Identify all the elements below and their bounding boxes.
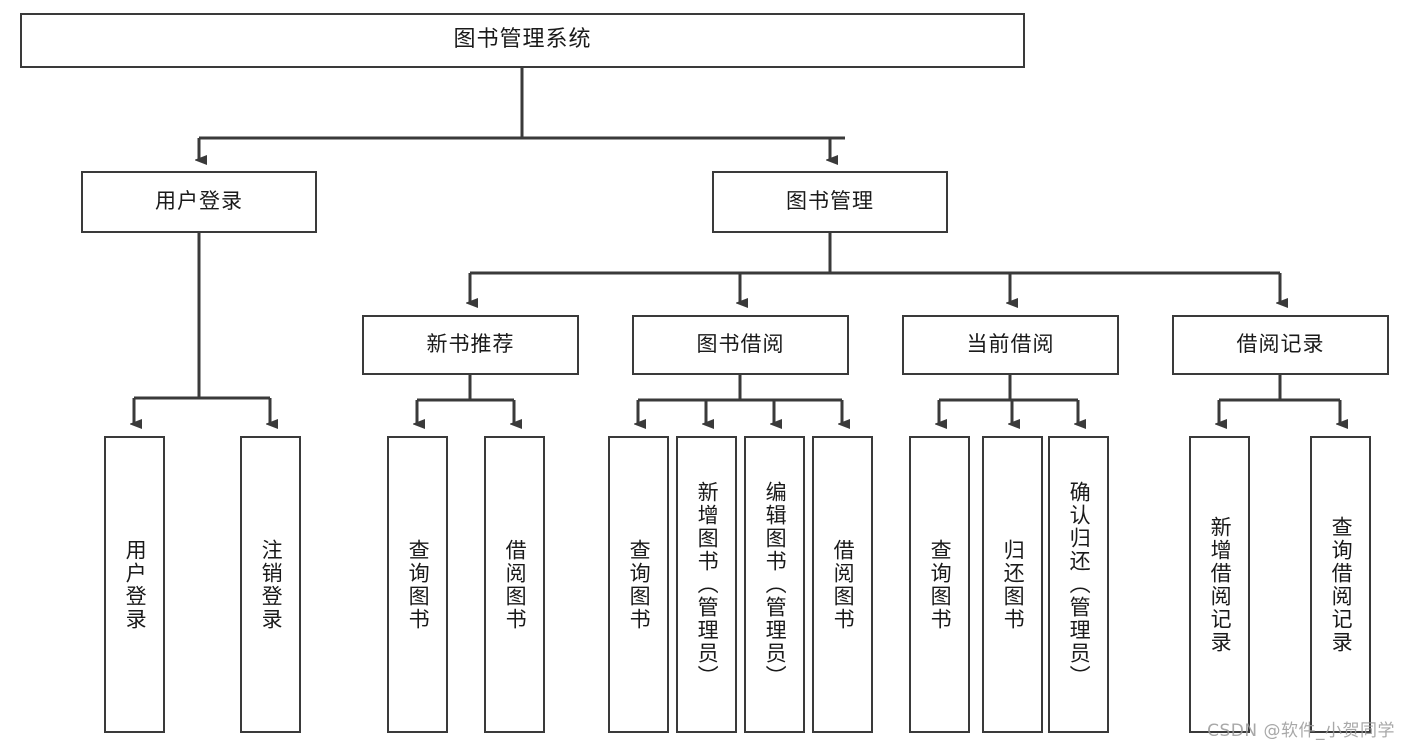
leaf-label: 编辑图书（管理员） [763, 481, 788, 688]
leaf-label: 新增图书（管理员） [695, 481, 720, 688]
node-user-login[interactable]: 用户登录 [81, 171, 317, 233]
leaf-logout[interactable]: 注销登录 [240, 436, 301, 733]
leaf-label: 确认归还（管理员） [1067, 481, 1092, 688]
leaf-label: 用户登录 [123, 538, 148, 631]
node-root-system[interactable]: 图书管理系统 [20, 13, 1025, 68]
leaf-edit-book-admin[interactable]: 编辑图书（管理员） [744, 436, 805, 733]
leaf-add-book-admin[interactable]: 新增图书（管理员） [676, 436, 737, 733]
leaf-query-book-current[interactable]: 查询图书 [909, 436, 970, 733]
leaf-borrow-book-newbook[interactable]: 借阅图书 [484, 436, 545, 733]
leaf-label: 归还图书 [1001, 538, 1026, 631]
node-new-book-recommend[interactable]: 新书推荐 [362, 315, 579, 375]
leaf-label: 查询图书 [406, 538, 431, 631]
node-borrow-records[interactable]: 借阅记录 [1172, 315, 1389, 375]
leaf-label: 借阅图书 [503, 538, 528, 631]
leaf-return-book[interactable]: 归还图书 [982, 436, 1043, 733]
csdn-watermark: CSDN @软件_小贺同学 [1207, 721, 1395, 741]
leaf-label: 新增借阅记录 [1208, 515, 1233, 654]
leaf-label: 查询借阅记录 [1329, 515, 1354, 654]
leaf-label: 查询图书 [627, 538, 652, 631]
leaf-label: 借阅图书 [831, 538, 856, 631]
leaf-query-book-newbook[interactable]: 查询图书 [387, 436, 448, 733]
leaf-user-login[interactable]: 用户登录 [104, 436, 165, 733]
node-book-borrow[interactable]: 图书借阅 [632, 315, 849, 375]
leaf-borrow-book[interactable]: 借阅图书 [812, 436, 873, 733]
node-book-management[interactable]: 图书管理 [712, 171, 948, 233]
node-current-borrow[interactable]: 当前借阅 [902, 315, 1119, 375]
leaf-confirm-return-admin[interactable]: 确认归还（管理员） [1048, 436, 1109, 733]
leaf-label: 查询图书 [928, 538, 953, 631]
leaf-label: 注销登录 [259, 538, 284, 631]
leaf-query-borrow-record[interactable]: 查询借阅记录 [1310, 436, 1371, 733]
leaf-add-borrow-record[interactable]: 新增借阅记录 [1189, 436, 1250, 733]
leaf-query-book-borrow[interactable]: 查询图书 [608, 436, 669, 733]
